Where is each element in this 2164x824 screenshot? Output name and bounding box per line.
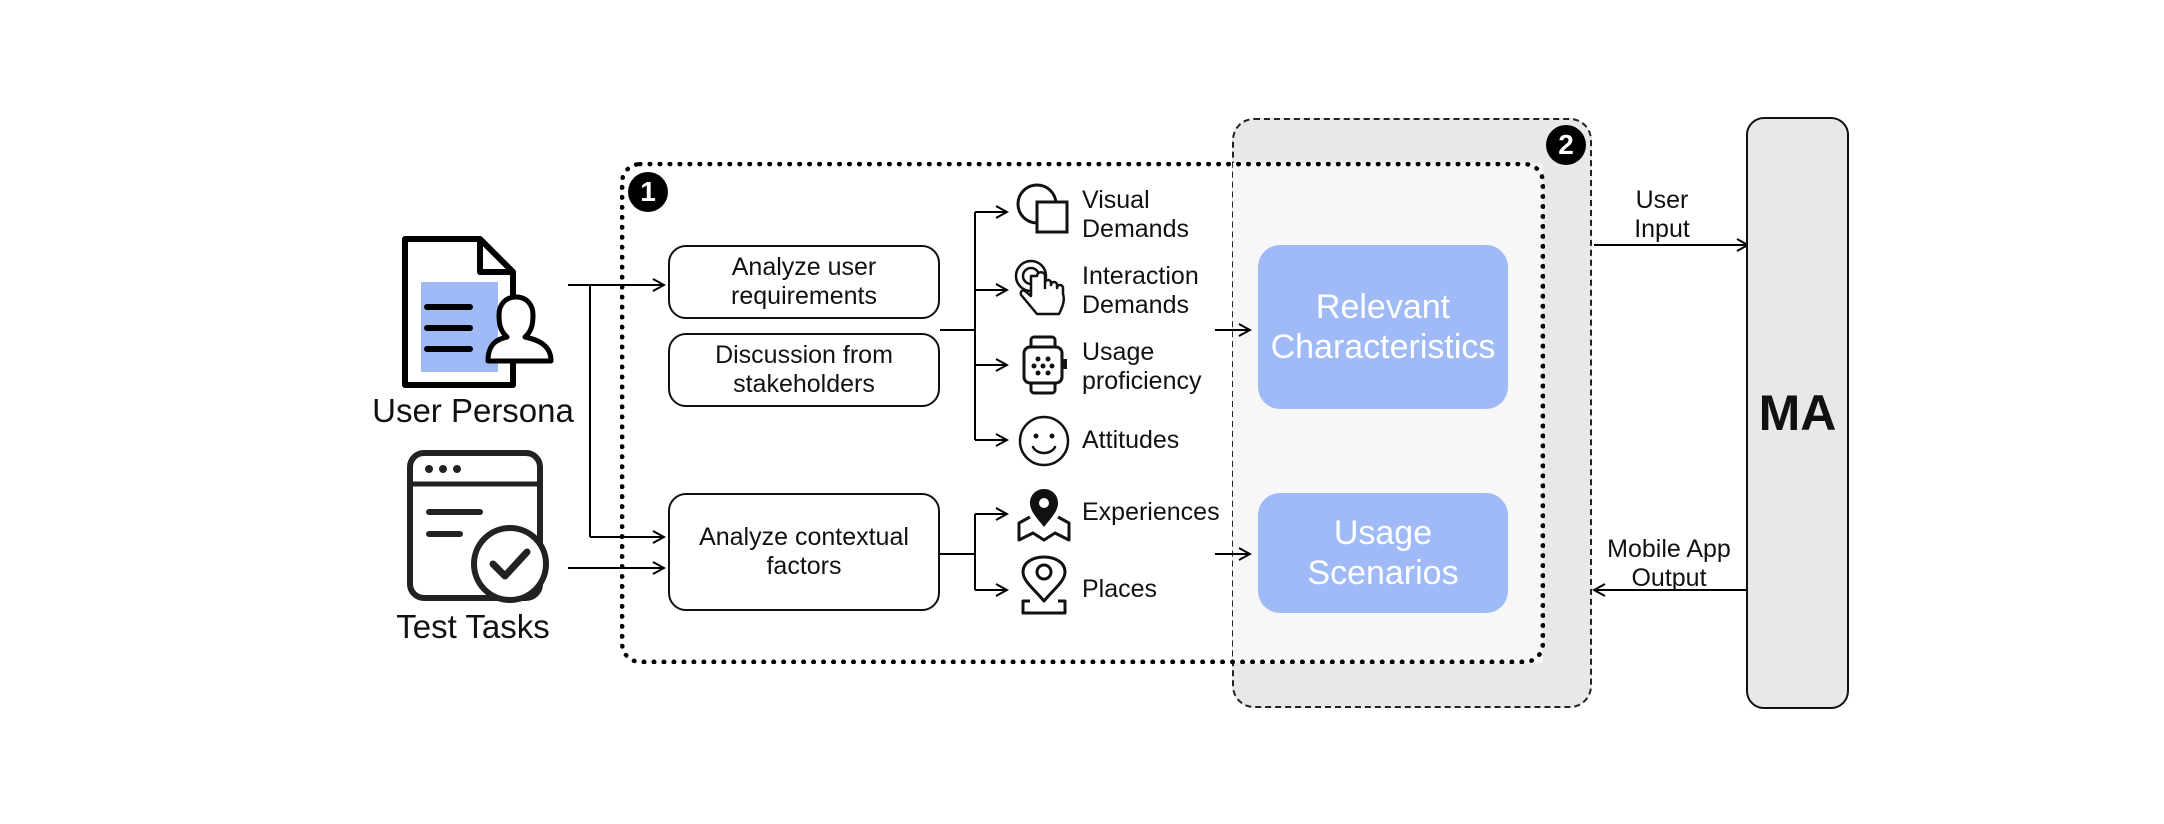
usage-scenarios-box: Usage Scenarios — [1258, 493, 1508, 613]
interaction-demands-label: Interaction Demands — [1082, 262, 1199, 319]
analyze-user-requirements-box: Analyze user requirements — [668, 245, 940, 319]
region-2-badge: 2 — [1546, 125, 1586, 165]
usage-proficiency-label: Usage proficiency — [1082, 338, 1202, 395]
user-persona-label: User Persona — [372, 392, 574, 429]
smartwatch-icon — [1022, 335, 1067, 395]
mobile-app-output-label: Mobile App Output — [1607, 535, 1731, 592]
visual-demands-icon — [1016, 183, 1069, 234]
user-persona-icon — [402, 236, 554, 388]
experiences-label: Experiences — [1082, 498, 1220, 526]
relevant-characteristics-box: Relevant Characteristics — [1258, 245, 1508, 409]
discussion-stakeholders-box: Discussion from stakeholders — [668, 333, 940, 407]
attitudes-label: Attitudes — [1082, 426, 1180, 454]
smiley-icon — [1018, 415, 1070, 467]
region-1-badge: 1 — [628, 172, 668, 212]
region-1-frame — [620, 162, 1545, 664]
user-input-label: User Input — [1634, 186, 1690, 243]
test-tasks-icon — [407, 450, 549, 603]
ma-box: MA — [1746, 117, 1849, 709]
analyze-contextual-factors-box: Analyze contextual factors — [668, 493, 940, 611]
map-pin-icon — [1017, 489, 1071, 542]
places-label: Places — [1082, 575, 1158, 603]
ma-label: MA — [1758, 385, 1837, 441]
location-icon — [1021, 555, 1067, 615]
interaction-demands-icon — [1014, 259, 1066, 316]
test-tasks-label: Test Tasks — [396, 608, 550, 645]
visual-demands-label: Visual Demands — [1082, 186, 1189, 243]
